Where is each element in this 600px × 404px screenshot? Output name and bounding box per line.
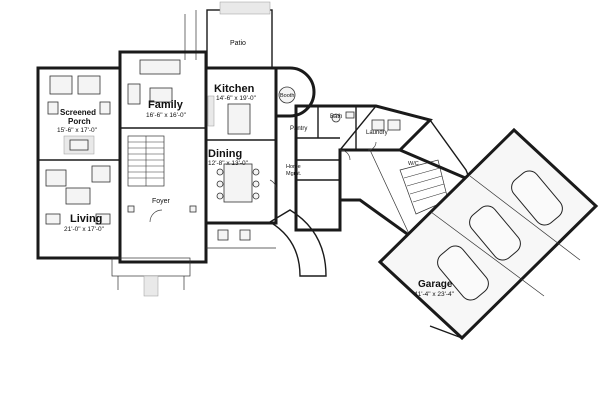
- garage-area: [377, 127, 599, 341]
- screened-porch-dim: 15'-6" x 17'-0": [57, 127, 98, 134]
- kitchen-dining: [204, 66, 316, 241]
- family-label: Family: [148, 99, 184, 111]
- home-mgmt-label-1: Home: [286, 164, 301, 170]
- door-swings: [149, 141, 377, 223]
- family-dim: 16'-6" x 16'-0": [146, 112, 187, 119]
- pantry-label: Pantry: [290, 126, 307, 132]
- left-wing: [36, 66, 122, 260]
- foyer-label: Foyer: [152, 198, 171, 205]
- car-3: [511, 170, 563, 226]
- screened-porch-label-1: Screened: [60, 108, 96, 117]
- service-wing: [294, 104, 449, 232]
- living-label: Living: [70, 213, 102, 225]
- patio-area: [184, 1, 273, 69]
- room-labels: Patio Kitchen 14'-6" x 19'-0" Booth Fami…: [57, 40, 455, 298]
- patio-label: Patio: [230, 40, 246, 47]
- wic-label: W/C: [408, 161, 419, 167]
- kitchen-dim: 14'-6" x 19'-0": [216, 95, 257, 102]
- garage-label: Garage: [418, 279, 453, 290]
- laundry-label: Laundry: [366, 130, 388, 136]
- main-stairs: [127, 135, 165, 187]
- home-mgmt-label-2: Mgmt.: [286, 171, 302, 177]
- dining-label: Dining: [208, 148, 242, 160]
- garage-dim: 41'-4" x 23'-4": [414, 291, 455, 298]
- screened-porch-label-2: Porch: [68, 117, 91, 126]
- car-1: [437, 245, 489, 301]
- booth-label: Booth: [280, 93, 294, 99]
- front-porch: [111, 209, 327, 297]
- center-core: [118, 50, 208, 264]
- living-dim: 21'-0" x 17'-0": [64, 226, 105, 233]
- bath-label: Bath: [330, 114, 342, 120]
- dining-dim: 12'-8" x 13'-0": [208, 160, 249, 167]
- car-2: [469, 205, 521, 261]
- kitchen-label: Kitchen: [214, 83, 255, 95]
